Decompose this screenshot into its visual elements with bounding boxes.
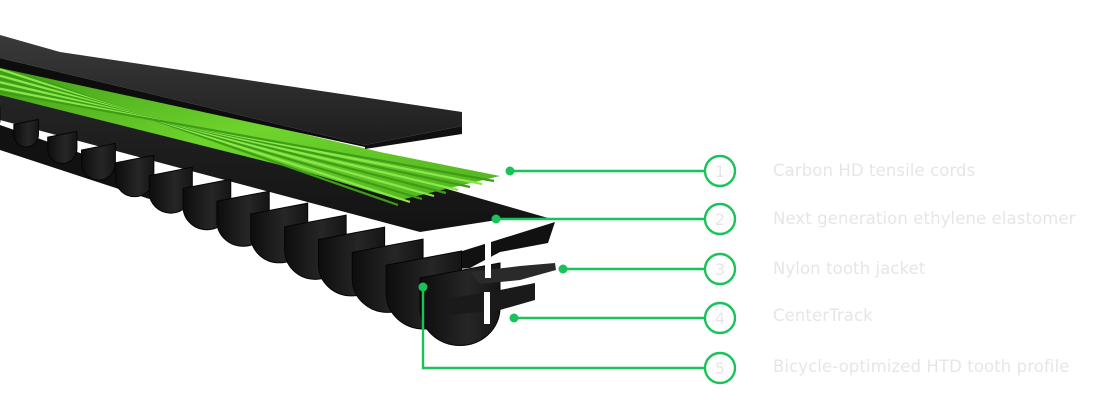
tensile-cord-layer xyxy=(0,62,500,207)
callout-number: 5 xyxy=(715,359,725,378)
callout-number: 4 xyxy=(715,309,725,328)
callout-label-5: Bicycle-optimized HTD tooth profile xyxy=(773,357,1070,376)
callout-number-circle xyxy=(703,351,737,385)
center-track xyxy=(440,240,556,324)
tensile-cord xyxy=(0,90,495,183)
tensile-cord xyxy=(0,81,459,192)
belt-tooth xyxy=(47,130,78,164)
belt-top-layer xyxy=(0,35,462,149)
callout-number-circle xyxy=(703,252,737,286)
tensile-cord xyxy=(0,64,399,207)
callout-label-4: CenterTrack xyxy=(773,306,873,325)
callout-number-circle xyxy=(703,154,737,188)
callout-line xyxy=(421,287,705,370)
tensile-cord xyxy=(0,71,423,201)
belt-tooth xyxy=(13,118,39,148)
callout-number-circle xyxy=(703,202,737,236)
tensile-cord xyxy=(0,68,411,204)
callout-number: 2 xyxy=(715,210,725,229)
callout-label-2: Next generation ethylene elastomer xyxy=(773,209,1076,228)
callout-label-3: Nylon tooth jacket xyxy=(773,259,926,278)
tensile-cords xyxy=(0,64,495,207)
tensile-cord xyxy=(0,74,435,198)
callout-leaders: 1 2 3 4 5 xyxy=(418,154,737,385)
tensile-cord xyxy=(0,77,447,195)
callout-number: 3 xyxy=(715,260,725,279)
belt-tooth xyxy=(114,154,155,197)
callout-number: 1 xyxy=(715,162,725,181)
belt-tooth xyxy=(81,142,116,181)
callout-number-circle xyxy=(703,301,737,335)
callout-label-1: Carbon HD tensile cords xyxy=(773,161,976,180)
